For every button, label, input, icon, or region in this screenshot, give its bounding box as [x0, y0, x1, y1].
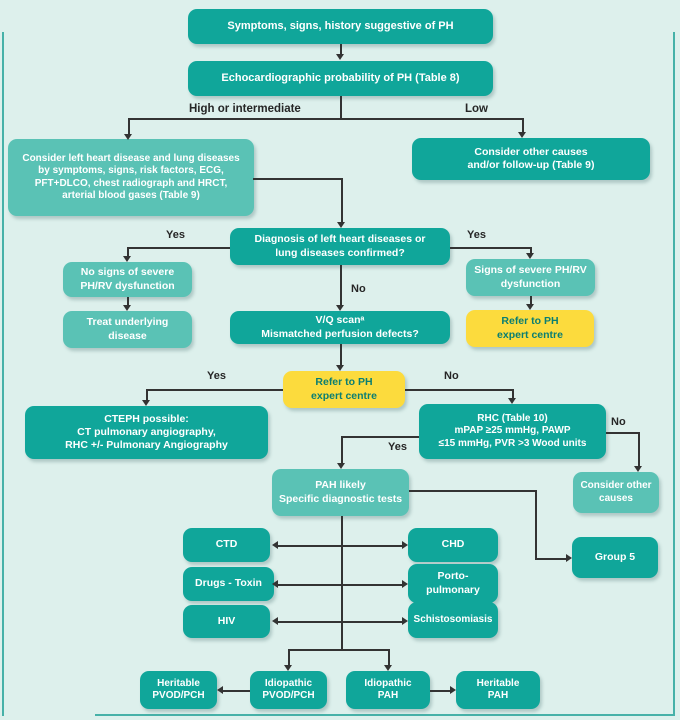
connector-vline [341, 178, 343, 222]
node-cteph-possible: CTEPH possible: CT pulmonary angiography… [25, 406, 268, 459]
node-echo-probability: Echocardiographic probability of PH (Tab… [188, 61, 493, 96]
frame-border-left [2, 32, 4, 716]
connector-vline [146, 389, 148, 400]
node-chd: CHD [408, 528, 498, 562]
node-heritable-pah: Heritable PAH [456, 671, 540, 709]
arrow-down-icon [518, 132, 526, 138]
label-yes-left-diagnosis: Yes [166, 229, 185, 241]
arrow-down-icon [284, 665, 292, 671]
label-no-below-diagnosis: No [351, 283, 366, 295]
node-hiv: HIV [183, 605, 270, 638]
connector-vline [340, 44, 342, 54]
label-yes-left-refer: Yes [207, 370, 226, 382]
label-high-or-intermediate: High or intermediate [189, 103, 301, 115]
connector-vline [535, 490, 537, 558]
frame-border-right [673, 32, 675, 716]
arrow-right-icon [566, 554, 572, 562]
arrow-right-icon [450, 686, 456, 694]
node-drugs-toxin: Drugs - Toxin [183, 567, 274, 601]
label-no-rhc: No [611, 416, 626, 428]
node-signs-severe: Signs of severe PH/RV dysfunction [466, 259, 595, 296]
connector-vline [340, 344, 342, 365]
connector-hline [223, 690, 250, 692]
node-consider-left-heart-lung: Consider left heart disease and lung dis… [8, 139, 254, 216]
node-consider-other-causes: Consider other causes [573, 472, 659, 513]
connector-hline [409, 490, 535, 492]
arrow-down-icon [384, 665, 392, 671]
label-yes-rhc: Yes [388, 441, 407, 453]
connector-hline [278, 584, 402, 586]
arrow-down-icon [124, 134, 132, 140]
connector-vline [288, 649, 290, 665]
connector-hline [405, 389, 512, 391]
arrow-right-icon [402, 617, 408, 625]
label-low: Low [465, 103, 488, 115]
connector-hline [127, 247, 230, 249]
arrow-down-icon [123, 305, 131, 311]
arrow-right-icon [402, 541, 408, 549]
label-no-right-refer: No [444, 370, 459, 382]
connector-hline [450, 247, 530, 249]
node-ctd: CTD [183, 528, 270, 562]
arrow-down-icon [123, 256, 131, 262]
connector-hline [288, 649, 388, 651]
node-no-signs-severe: No signs of severe PH/RV dysfunction [63, 262, 192, 297]
node-symptoms: Symptoms, signs, history suggestive of P… [188, 9, 493, 44]
connector-vline [341, 516, 343, 649]
arrow-right-icon [402, 580, 408, 588]
arrow-down-icon [634, 466, 642, 472]
label-yes-right-diagnosis: Yes [467, 229, 486, 241]
node-refer-expert-right: Refer to PH expert centre [466, 310, 594, 347]
connector-hline [253, 178, 341, 180]
arrow-down-icon [526, 304, 534, 310]
node-group-5: Group 5 [572, 537, 658, 578]
arrow-left-icon [272, 541, 278, 549]
arrow-down-icon [526, 253, 534, 259]
connector-hline [430, 690, 450, 692]
connector-hline [535, 558, 566, 560]
arrow-down-icon [337, 463, 345, 469]
connector-vline [127, 297, 129, 305]
arrow-down-icon [337, 222, 345, 228]
node-pah-likely: PAH likely Specific diagnostic tests [272, 469, 409, 516]
node-vq-scan: V/Q scanᵃ Mismatched perfusion defects? [230, 311, 450, 344]
node-schistosomiasis: Schistosomiasis [408, 602, 498, 638]
frame-border-bottom [95, 714, 675, 716]
arrow-left-icon [272, 617, 278, 625]
node-rhc: RHC (Table 10) mPAP ≥25 mmHg, PAWP ≤15 m… [419, 404, 606, 459]
connector-vline [522, 118, 524, 132]
connector-vline [512, 389, 514, 398]
arrow-down-icon [336, 54, 344, 60]
connector-vline [340, 96, 342, 118]
node-refer-expert-mid: Refer to PH expert centre [283, 371, 405, 408]
connector-hline [278, 621, 402, 623]
arrow-left-icon [272, 580, 278, 588]
node-diagnosis-confirmed: Diagnosis of left heart diseases or lung… [230, 228, 450, 265]
arrow-down-icon [508, 398, 516, 404]
node-consider-other-causes-followup: Consider other causes and/or follow-up (… [412, 138, 650, 180]
connector-hline [128, 118, 522, 120]
arrow-left-icon [217, 686, 223, 694]
connector-hline [278, 545, 402, 547]
node-heritable-pvod: Heritable PVOD/PCH [140, 671, 217, 709]
node-idiopathic-pvod: Idiopathic PVOD/PCH [250, 671, 327, 709]
connector-vline [127, 247, 129, 256]
connector-vline [530, 247, 532, 253]
node-porto-pulmonary: Porto- pulmonary [408, 564, 498, 603]
arrow-down-icon [142, 400, 150, 406]
node-idiopathic-pah: Idiopathic PAH [346, 671, 430, 709]
connector-hline [341, 436, 419, 438]
connector-vline [340, 265, 342, 305]
connector-vline [388, 649, 390, 665]
connector-vline [530, 296, 532, 304]
connector-vline [638, 432, 640, 466]
arrow-down-icon [336, 365, 344, 371]
arrow-down-icon [336, 305, 344, 311]
connector-vline [341, 436, 343, 463]
connector-hline [146, 389, 283, 391]
node-treat-underlying: Treat underlying disease [63, 311, 192, 348]
connector-vline [128, 118, 130, 134]
connector-hline [606, 432, 638, 434]
